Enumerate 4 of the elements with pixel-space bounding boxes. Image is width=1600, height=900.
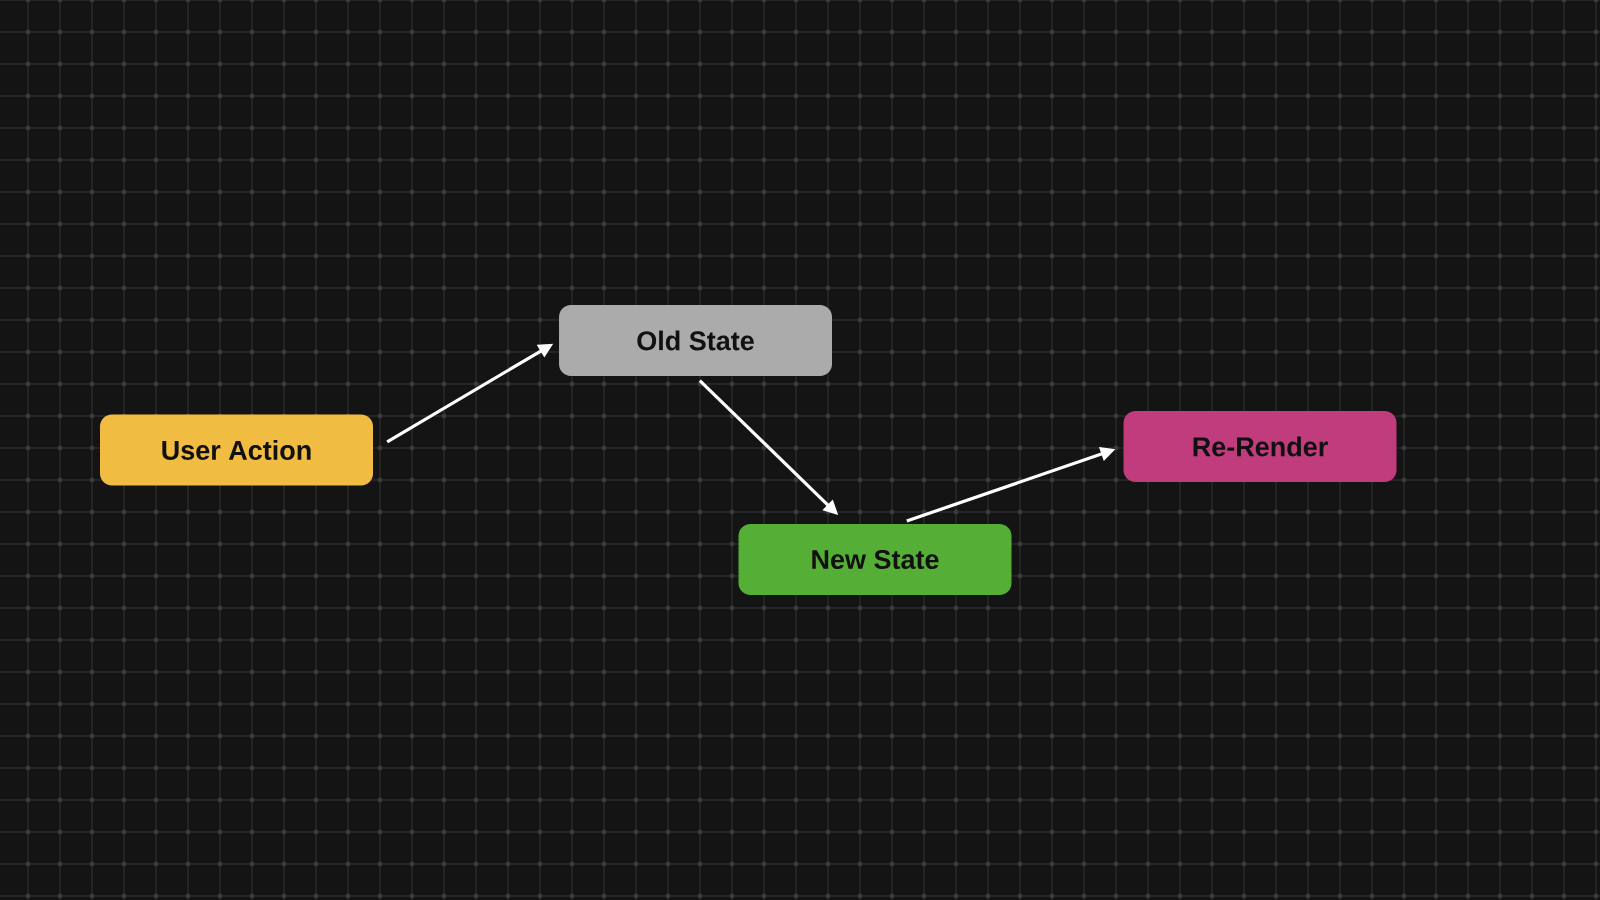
state-box: New State [738,524,1012,595]
state-box: Re-Render [1123,411,1397,482]
state-box: Old State [559,305,832,376]
state-box: User Action [100,414,373,486]
